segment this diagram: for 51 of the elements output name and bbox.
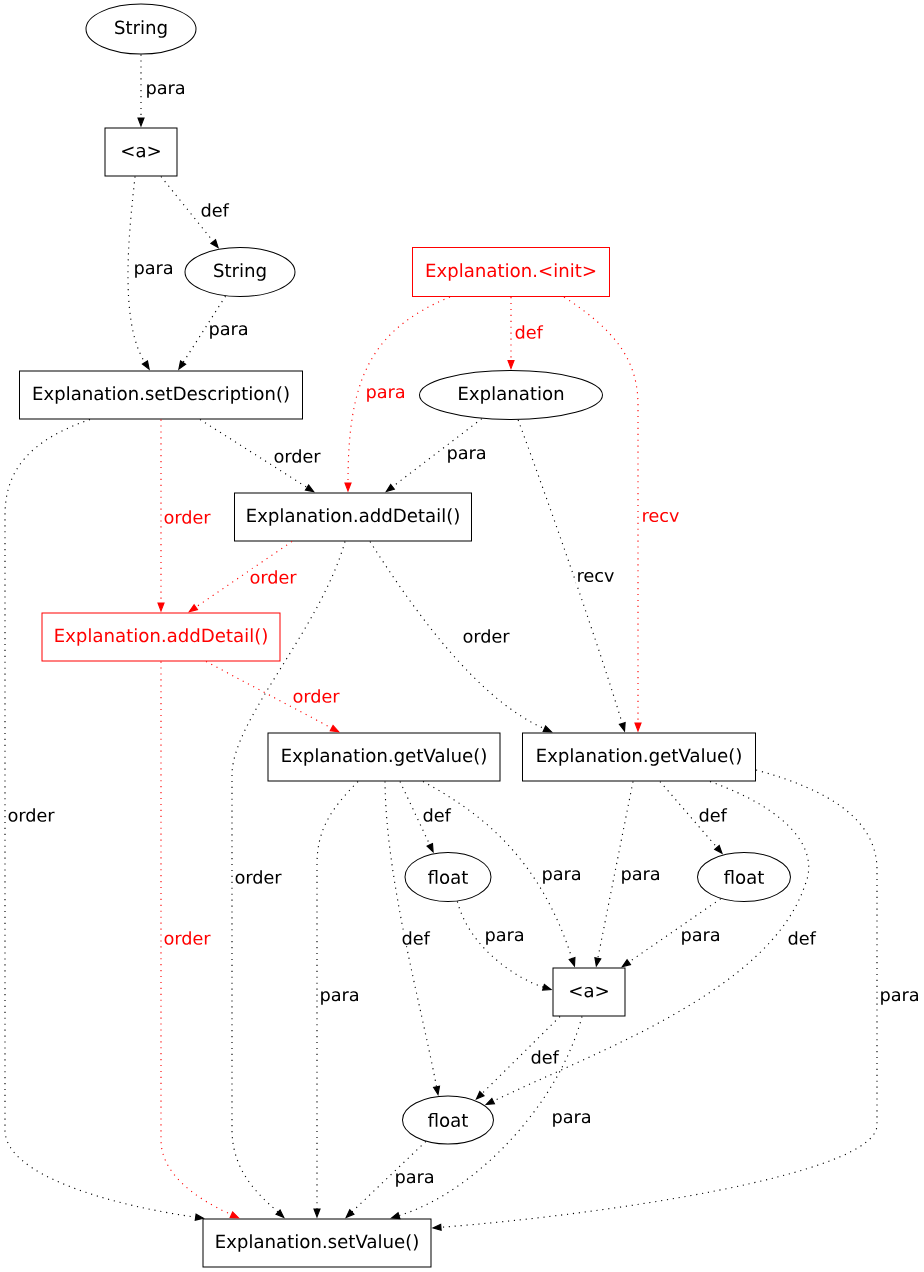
process-box: Explanation.getValue() bbox=[267, 732, 501, 782]
oval-node: String bbox=[184, 247, 296, 297]
arrow bbox=[199, 418, 315, 493]
edge-label: para bbox=[207, 323, 250, 341]
edge-label: order bbox=[162, 929, 212, 947]
edge-label: order bbox=[461, 627, 511, 645]
oval-node: float bbox=[404, 852, 492, 902]
edge-label: order bbox=[6, 806, 56, 824]
edge-label: order bbox=[233, 868, 283, 886]
edge-label: para bbox=[483, 929, 526, 947]
edge-label: para bbox=[364, 386, 407, 404]
oval-node: float bbox=[402, 1095, 494, 1145]
edge-label: def bbox=[697, 806, 729, 824]
edge-label: para bbox=[144, 82, 187, 100]
edge-label: def bbox=[513, 323, 545, 341]
process-box: <a> bbox=[552, 967, 626, 1017]
process-box: Explanation.setDescription() bbox=[19, 370, 303, 420]
process-box: Explanation.addDetail() bbox=[234, 492, 472, 542]
edge-label: recv bbox=[575, 570, 616, 584]
arrow bbox=[205, 660, 340, 733]
edge-label: order bbox=[291, 687, 341, 705]
arrow bbox=[385, 418, 483, 493]
oval-node: float bbox=[697, 852, 791, 902]
process-box: Explanation.addDetail() bbox=[41, 612, 281, 662]
edge-label: para bbox=[878, 989, 921, 1007]
edge-label: def bbox=[199, 201, 231, 219]
arrow bbox=[188, 540, 293, 613]
process-box: Explanation.getValue() bbox=[522, 732, 756, 782]
edge-label: para bbox=[679, 929, 722, 947]
edge-label: para bbox=[550, 1111, 593, 1129]
edge-label: recv bbox=[640, 510, 681, 524]
edge-label: order bbox=[248, 568, 298, 586]
edge-label: order bbox=[162, 508, 212, 526]
edge-label: para bbox=[318, 989, 361, 1007]
arrow bbox=[621, 898, 722, 968]
process-box: Explanation.setValue() bbox=[202, 1218, 432, 1268]
edge-label: def bbox=[400, 929, 432, 947]
edge-label: def bbox=[529, 1048, 561, 1066]
edge-label: order bbox=[272, 447, 322, 465]
oval-node: Explanation bbox=[419, 370, 603, 420]
edge-label: para bbox=[132, 262, 175, 280]
edge-label: def bbox=[421, 806, 453, 824]
edge-label: para bbox=[540, 868, 583, 886]
oval-node: String bbox=[85, 3, 197, 55]
process-box: <a> bbox=[104, 127, 178, 177]
process-box: Explanation.<init> bbox=[412, 247, 610, 297]
edge-label: para bbox=[619, 868, 662, 886]
arrow bbox=[369, 540, 553, 733]
edge-label: para bbox=[445, 447, 488, 465]
edge-label: para bbox=[393, 1171, 436, 1189]
edge-label: def bbox=[786, 929, 818, 947]
